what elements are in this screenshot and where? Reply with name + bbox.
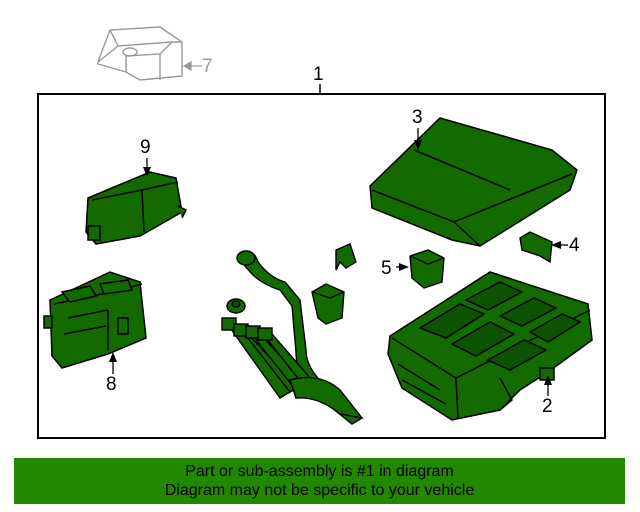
notice-line-2: Diagram may not be specific to your vehi… — [164, 482, 475, 499]
connector-small-round — [226, 298, 246, 314]
part-8-fuse-block — [43, 271, 147, 369]
callout-9-arrow — [143, 167, 151, 177]
notice-banner: Part or sub-assembly is #1 in diagram Di… — [14, 458, 625, 504]
callout-4: 4 — [569, 235, 580, 256]
callout-8-arrow — [109, 352, 117, 362]
callout-4-arrow — [551, 241, 561, 249]
part-4-clip — [519, 231, 553, 264]
callout-3: 3 — [412, 107, 423, 128]
callout-8: 8 — [106, 374, 117, 395]
wire-harness — [221, 250, 364, 425]
callout-3-arrow — [414, 140, 422, 150]
part-5-relay — [409, 249, 445, 289]
connector-lower — [311, 283, 345, 325]
assembly-frame — [37, 93, 606, 439]
callout-5: 5 — [381, 258, 392, 279]
callout-9: 9 — [140, 137, 151, 158]
part-9-relay-box — [85, 171, 188, 245]
part-2-fuse-box-base — [387, 271, 593, 421]
parts-diagram — [37, 26, 606, 439]
callout-1: 1 — [313, 64, 324, 85]
callout-7-leader — [182, 60, 202, 72]
part-7-bracket — [97, 26, 183, 81]
callout-2: 2 — [542, 396, 553, 417]
connector-upper — [335, 243, 357, 271]
callout-7: 7 — [202, 56, 213, 77]
callout-2-arrow — [544, 375, 552, 385]
part-3-cover — [369, 117, 578, 247]
notice-line-1: Part or sub-assembly is #1 in diagram — [185, 463, 454, 480]
callout-5-arrow — [399, 263, 409, 271]
